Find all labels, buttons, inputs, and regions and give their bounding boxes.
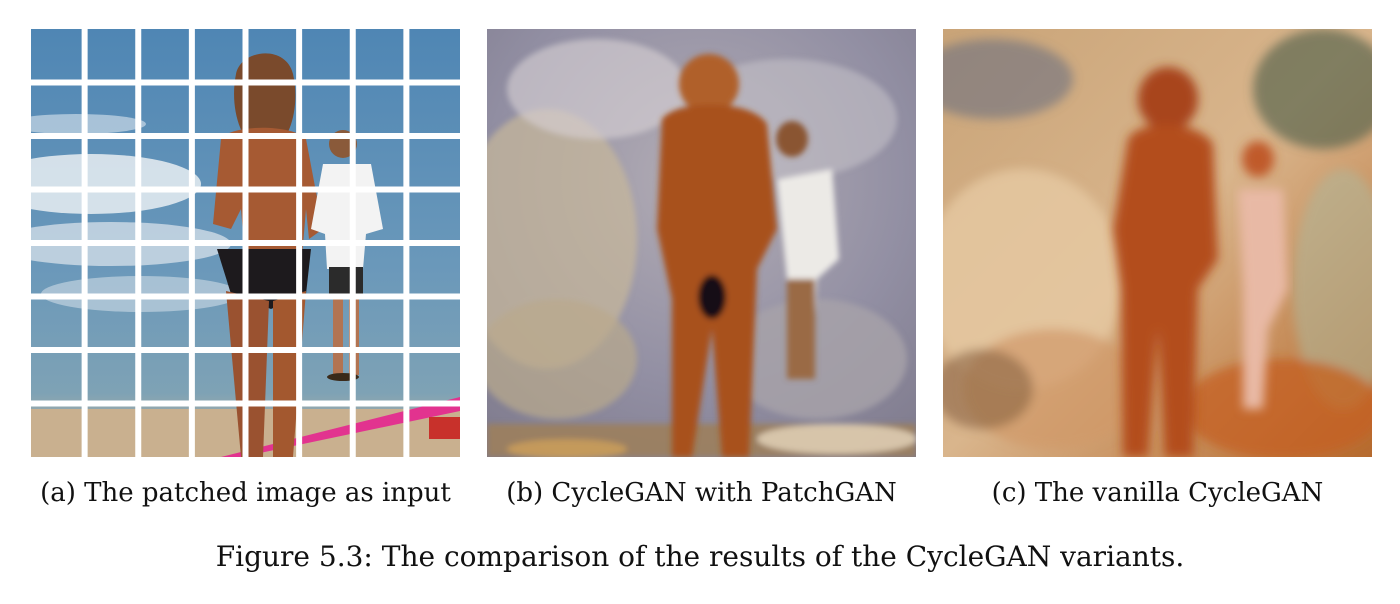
wave-foam bbox=[31, 114, 146, 134]
grid-line-horizontal bbox=[31, 293, 460, 300]
painted-man-figure bbox=[776, 121, 839, 379]
painted-man-figure bbox=[1238, 141, 1288, 409]
grid-line-horizontal bbox=[31, 240, 460, 246]
painting-c bbox=[943, 29, 1372, 457]
vanilla-cyclegan-output-image bbox=[943, 29, 1372, 457]
grid-line-horizontal bbox=[31, 133, 460, 139]
figure-caption: Figure 5.3: The comparison of the result… bbox=[215, 540, 1185, 573]
subfigure-caption-c: (c) The vanilla CycleGAN bbox=[991, 478, 1324, 508]
cyclegan-patchgan-output-image bbox=[487, 29, 916, 457]
beach-photo bbox=[31, 29, 460, 457]
patched-input-image bbox=[31, 29, 460, 457]
wave-foam bbox=[31, 154, 201, 214]
painting-b bbox=[487, 29, 916, 457]
painted-woman-figure bbox=[1113, 67, 1218, 457]
patch-grid-lines bbox=[31, 29, 460, 457]
grid-line-horizontal bbox=[31, 186, 460, 193]
painted-texture bbox=[943, 29, 1372, 457]
red-board-fin bbox=[429, 417, 460, 439]
grid-line-horizontal bbox=[31, 79, 460, 86]
subfigure-caption-b: (b) CycleGAN with PatchGAN bbox=[506, 478, 897, 508]
subfigure-caption-a: (a) The patched image as input bbox=[40, 478, 451, 508]
grid-line-horizontal bbox=[31, 400, 460, 407]
painted-woman-figure bbox=[657, 54, 777, 457]
grid-line-horizontal bbox=[31, 347, 460, 353]
